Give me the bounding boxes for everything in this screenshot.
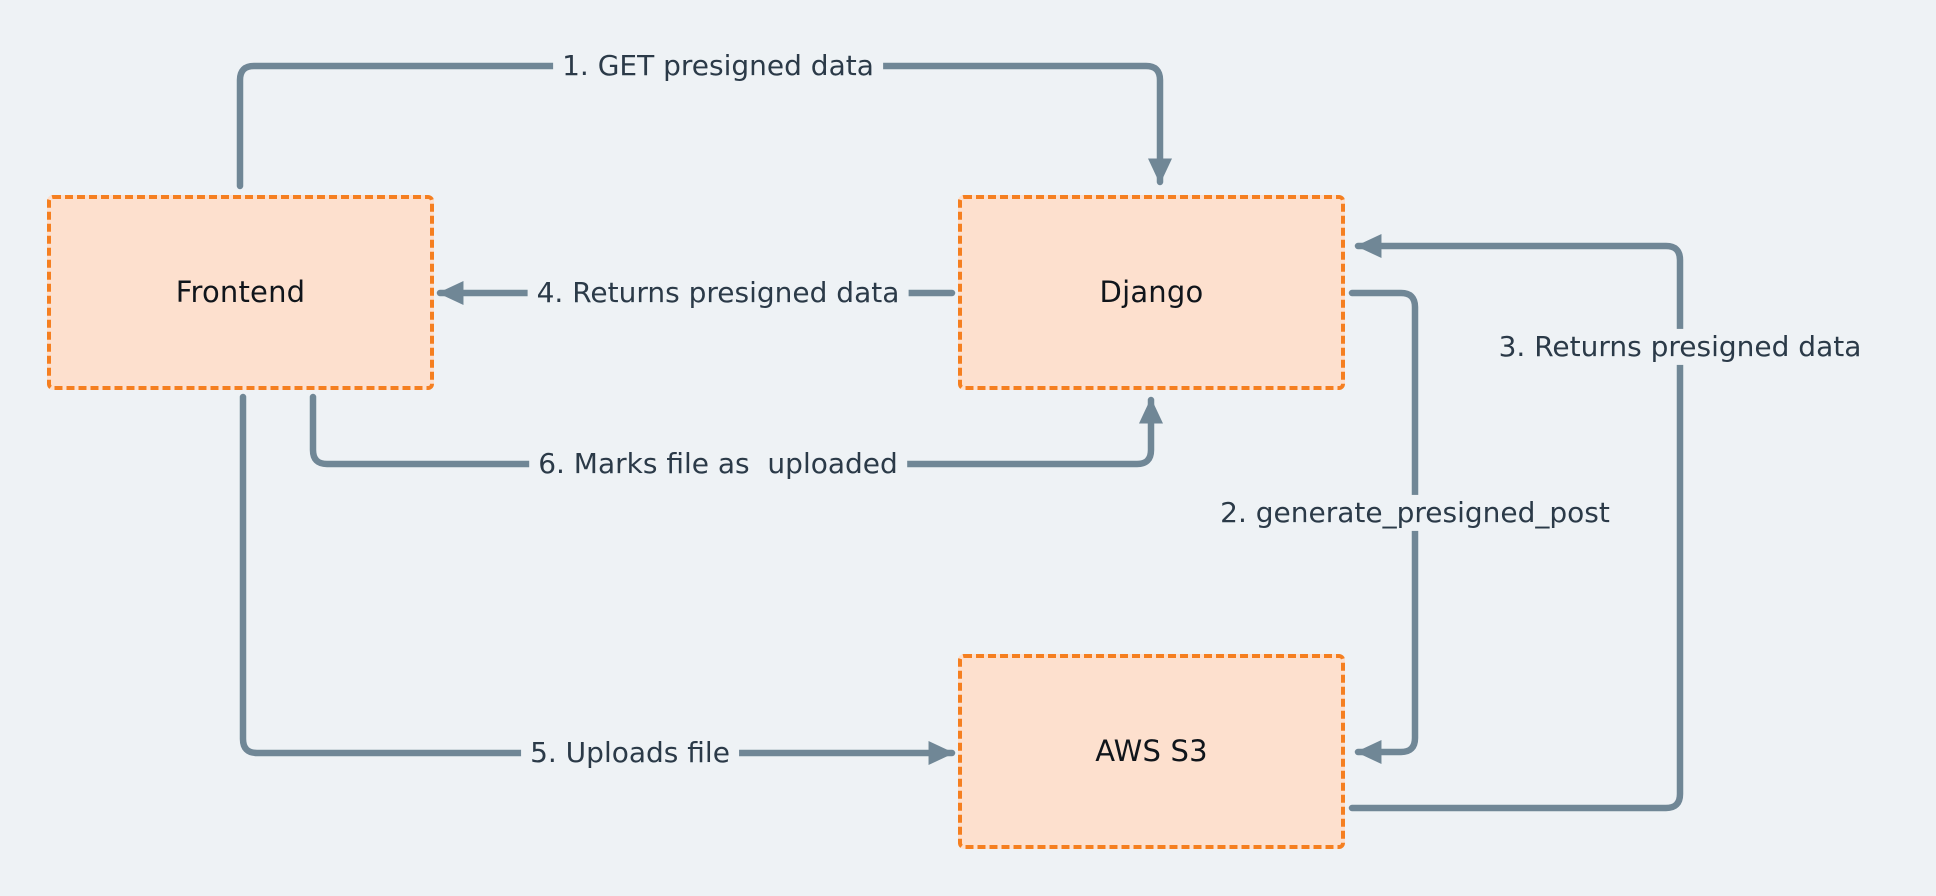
node-aws-s3[interactable]: AWS S3	[958, 654, 1345, 849]
node-django-label: Django	[1099, 275, 1204, 309]
node-frontend-label: Frontend	[175, 275, 306, 309]
edge-label-1: 1. GET presigned data	[553, 47, 883, 85]
edge-3-path	[1348, 233, 1684, 812]
node-django[interactable]: Django	[958, 195, 1345, 390]
node-aws-s3-label: AWS S3	[1095, 734, 1208, 768]
edge-5-path	[239, 393, 956, 766]
node-frontend[interactable]: Frontend	[47, 195, 434, 390]
edge-label-3: 3. Returns presigned data	[1489, 328, 1871, 366]
edge-label-6: 6. Marks file as uploaded	[529, 445, 907, 483]
edge-label-4: 4. Returns presigned data	[527, 274, 909, 312]
edge-label-5: 5. Uploads file	[521, 734, 739, 772]
edge-label-2: 2. generate_presigned_post	[1211, 494, 1619, 532]
